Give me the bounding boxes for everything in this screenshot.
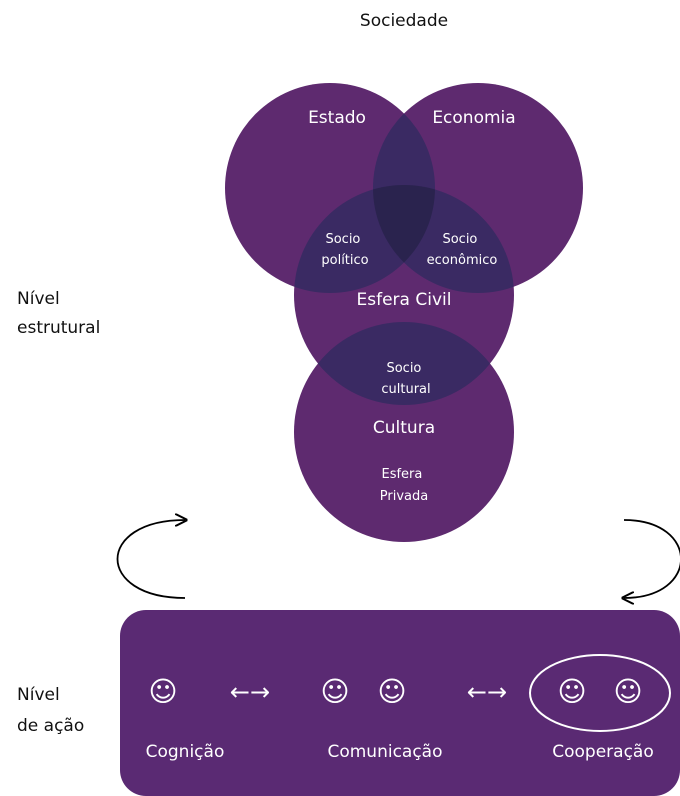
smiley-icon-comunicacao-1: ☺ — [320, 675, 349, 708]
socioeconomico-label: Socio econômico — [427, 232, 498, 268]
sociocultural-label: Socio cultural — [381, 361, 430, 397]
socioeconomico-overlap — [373, 185, 514, 293]
bidirectional-arrow-icon-2: ←→ — [467, 678, 507, 706]
sociopolitico-label: Socio político — [321, 232, 368, 268]
comunicacao-label: Comunicação — [327, 742, 442, 762]
cooperation-ellipse — [529, 654, 671, 732]
economia-label: Economia — [432, 108, 515, 128]
smiley-icon-cognicao: ☺ — [148, 675, 177, 708]
estado-label: Estado — [308, 108, 366, 128]
diagram-title: Sociedade — [360, 11, 448, 31]
cognicao-label: Cognição — [146, 742, 225, 762]
bidirectional-arrow-icon-1: ←→ — [230, 678, 270, 706]
sociocultural-overlap — [294, 322, 514, 405]
smiley-icon-comunicacao-2: ☺ — [377, 675, 406, 708]
cultura-label: Cultura — [373, 418, 435, 438]
sociopolitico-overlap — [294, 185, 435, 293]
cycle-arrow-left — [116, 520, 186, 599]
cooperacao-label: Cooperação — [552, 742, 654, 762]
action-panel — [120, 610, 680, 796]
smiley-icon-cooperacao-2: ☺ — [613, 675, 642, 708]
cycle-arrow-right — [624, 519, 680, 598]
smiley-icon-cooperacao-1: ☺ — [557, 675, 586, 708]
esfera-civil-label: Esfera Civil — [357, 290, 452, 310]
esfera-privada-label: Esfera Privada — [380, 467, 428, 504]
structural-level-label: Nível estrutural — [17, 289, 100, 338]
action-level-label: Nível de ação — [17, 685, 84, 736]
